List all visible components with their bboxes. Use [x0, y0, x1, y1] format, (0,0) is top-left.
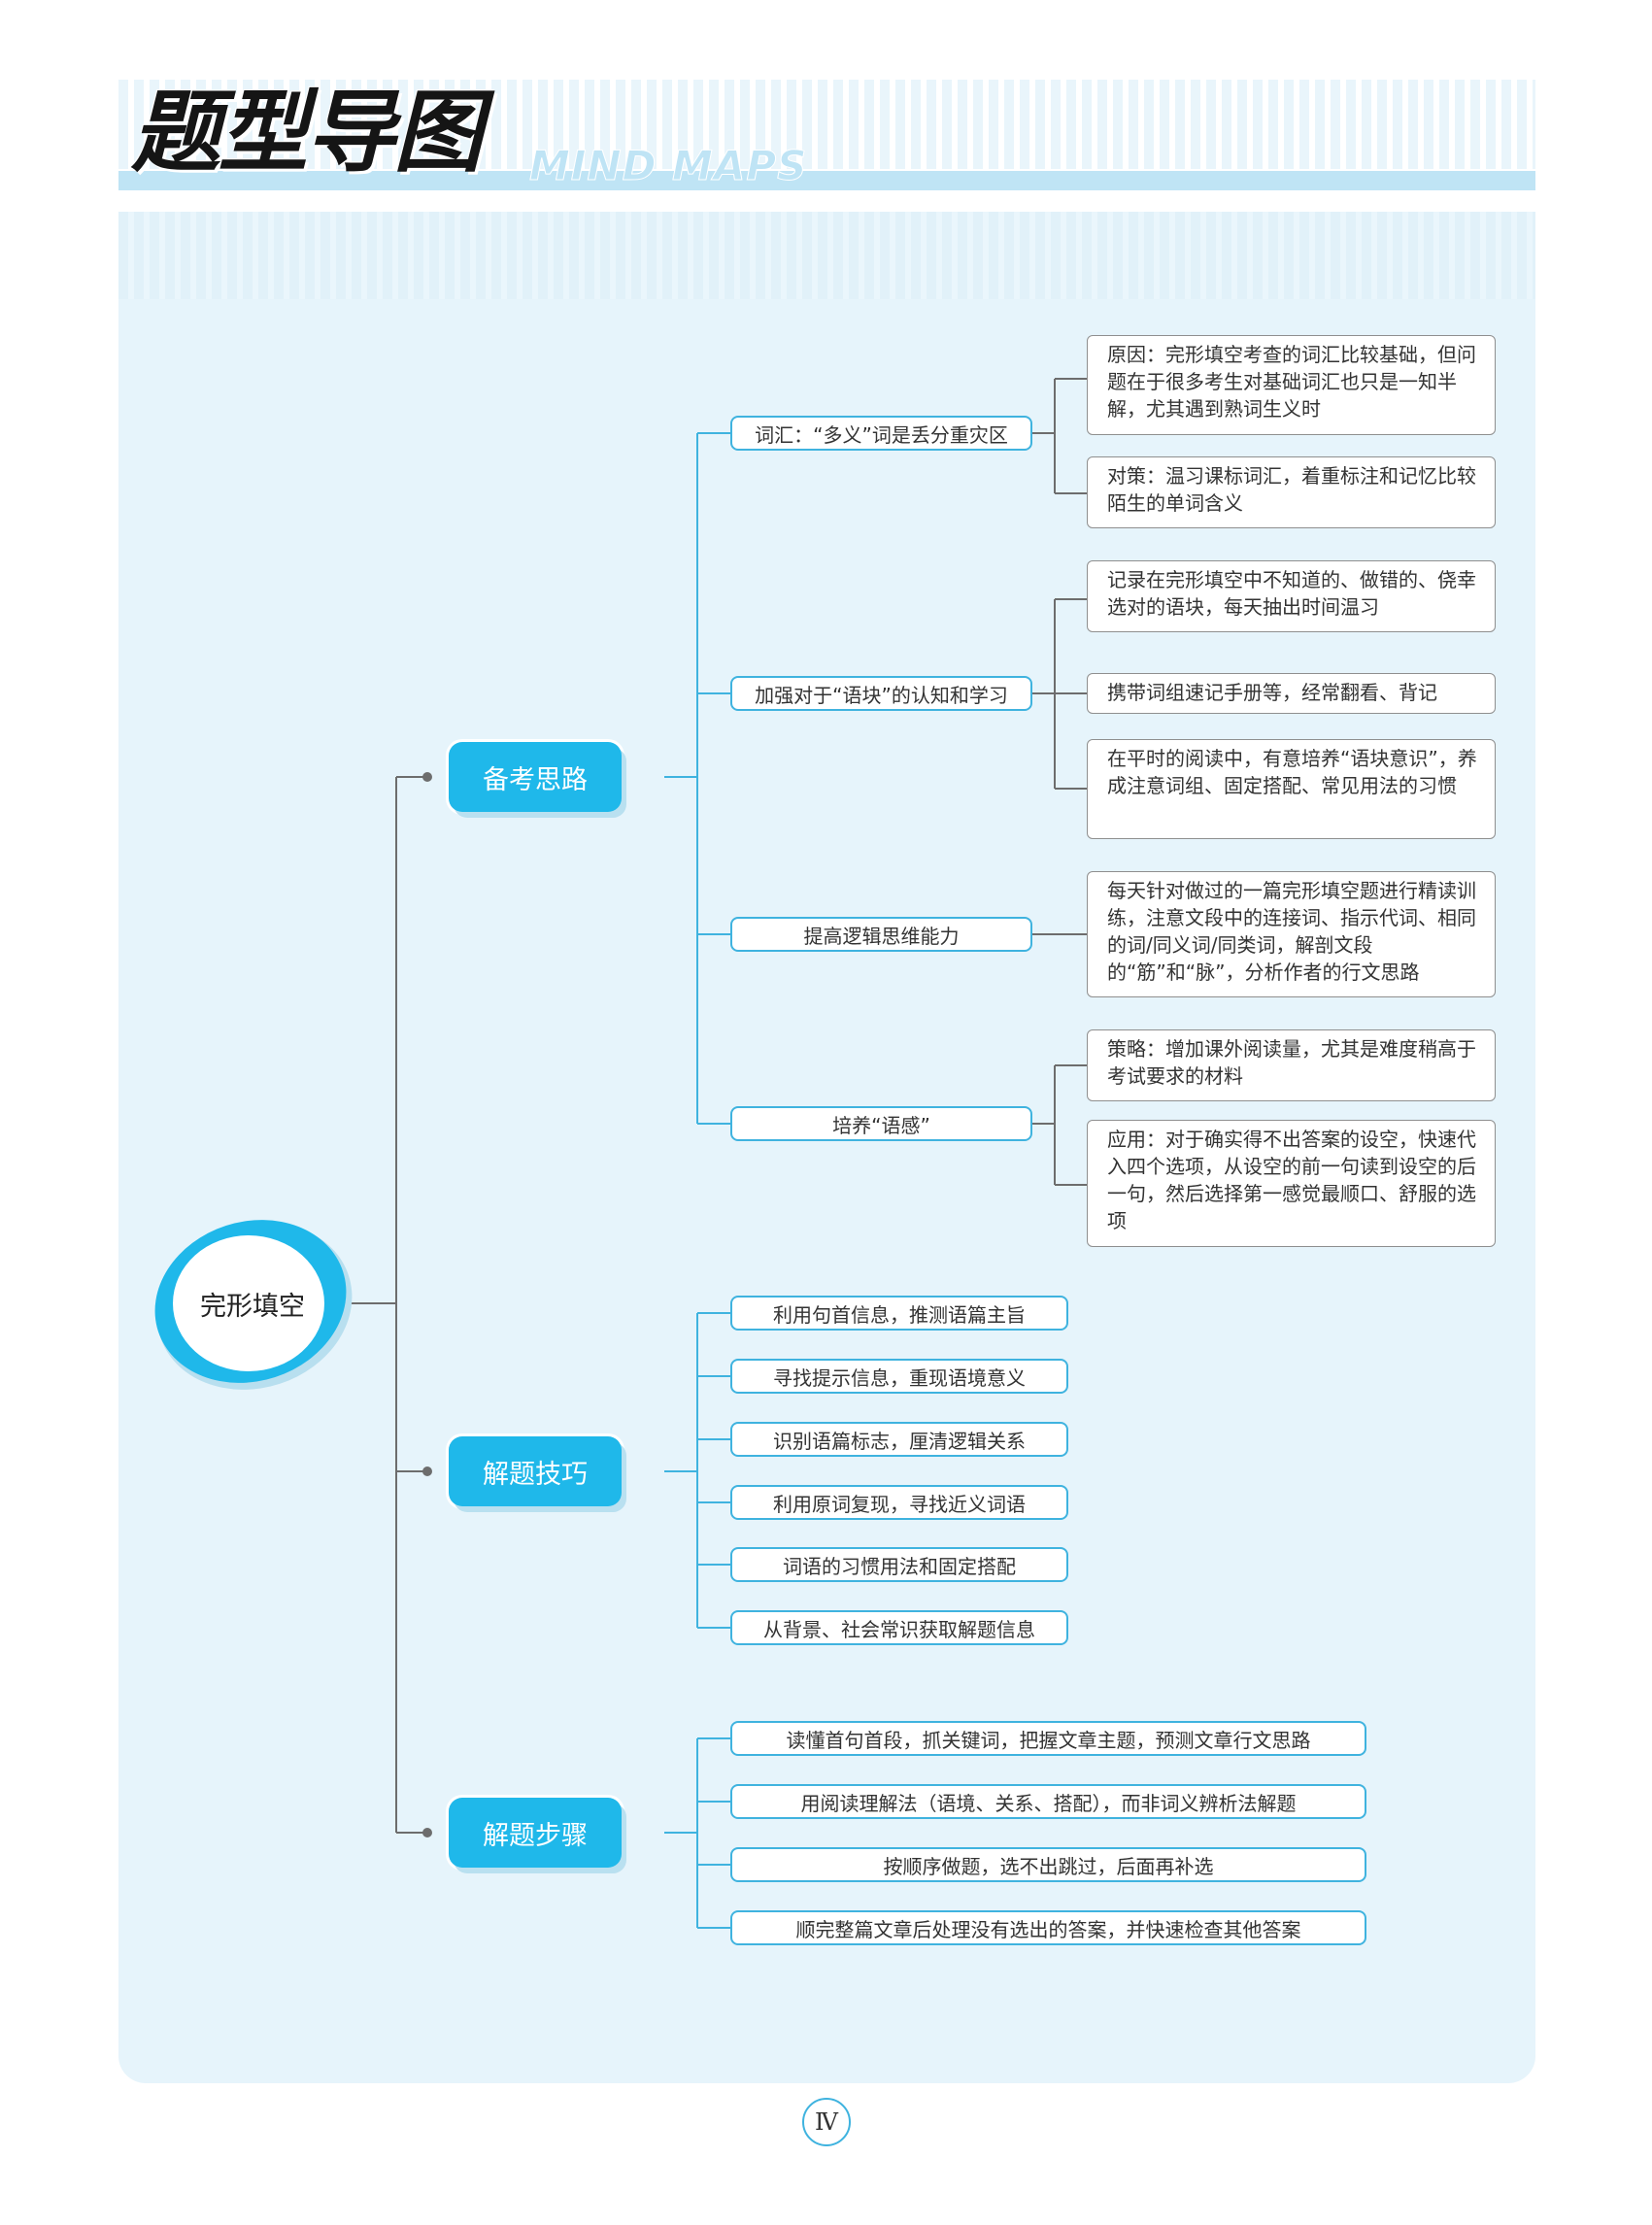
- skill-item: 利用句首信息，推测语篇主旨: [730, 1296, 1068, 1331]
- branch-steps: 解题步骤: [449, 1798, 622, 1868]
- branch-prep: 备考思路: [449, 742, 622, 812]
- branch-label: 解题技巧: [483, 1459, 588, 1490]
- skill-item: 从背景、社会常识获取解题信息: [730, 1610, 1068, 1645]
- detail-intensive-reading: 每天针对做过的一篇完形填空题进行精读训练，注意文段中的连接词、指示代词、相同的词…: [1087, 871, 1496, 997]
- topic-vocabulary: 词汇：“多义”词是丢分重灾区: [730, 416, 1032, 451]
- step-item: 读懂首句首段，抓关键词，把握文章主题，预测文章行文思路: [730, 1721, 1366, 1756]
- detail-reason: 原因：完形填空考查的词汇比较基础，但问题在于很多考生对基础词汇也只是一知半解，尤…: [1087, 335, 1496, 435]
- root-node-shape: [154, 1220, 353, 1390]
- branch-label: 备考思路: [483, 764, 588, 795]
- topic-language-sense: 培养“语感”: [730, 1106, 1032, 1141]
- topic-chunks: 加强对于“语块”的认知和学习: [730, 676, 1032, 711]
- page-title: 题型导图: [131, 81, 483, 185]
- skill-item: 寻找提示信息，重现语境意义: [730, 1359, 1068, 1394]
- detail-chunk-awareness: 在平时的阅读中，有意培养“语块意识”，养成注意词组、固定搭配、常见用法的习惯: [1087, 739, 1496, 839]
- step-item: 按顺序做题，选不出跳过，后面再补选: [730, 1847, 1366, 1882]
- panel-stripes: [118, 212, 1535, 299]
- header-stripes: [118, 80, 1535, 169]
- detail-record-chunks: 记录在完形填空中不知道的、做错的、侥幸选对的语块，每天抽出时间温习: [1087, 560, 1496, 632]
- header-band: [118, 171, 1535, 190]
- branch-label: 解题步骤: [483, 1820, 588, 1851]
- page-number: Ⅳ: [802, 2098, 851, 2146]
- page-header: 题型导图 MIND MAPS: [0, 0, 1652, 194]
- page-subtitle: MIND MAPS: [528, 142, 808, 189]
- skill-item: 利用原词复现，寻找近义词语: [730, 1485, 1068, 1520]
- skill-item: 词语的习惯用法和固定搭配: [730, 1547, 1068, 1582]
- detail-strategy: 对策：温习课标词汇，着重标注和记忆比较陌生的单词含义: [1087, 456, 1496, 528]
- detail-application: 应用：对于确实得不出答案的设空，快速代入四个选项，从设空的前一句读到设空的后一句…: [1087, 1120, 1496, 1247]
- root-node: 完形填空: [146, 1219, 359, 1389]
- detail-extra-reading: 策略：增加课外阅读量，尤其是难度稍高于考试要求的材料: [1087, 1029, 1496, 1101]
- root-label: 完形填空: [200, 1292, 305, 1322]
- topic-logic: 提高逻辑思维能力: [730, 917, 1032, 952]
- step-item: 顺完整篇文章后处理没有选出的答案，并快速检查其他答案: [730, 1910, 1366, 1945]
- branch-skills: 解题技巧: [449, 1436, 622, 1506]
- step-item: 用阅读理解法（语境、关系、搭配），而非词义辨析法解题: [730, 1784, 1366, 1819]
- skill-item: 识别语篇标志，厘清逻辑关系: [730, 1422, 1068, 1457]
- detail-phrase-handbook: 携带词组速记手册等，经常翻看、背记: [1087, 673, 1496, 714]
